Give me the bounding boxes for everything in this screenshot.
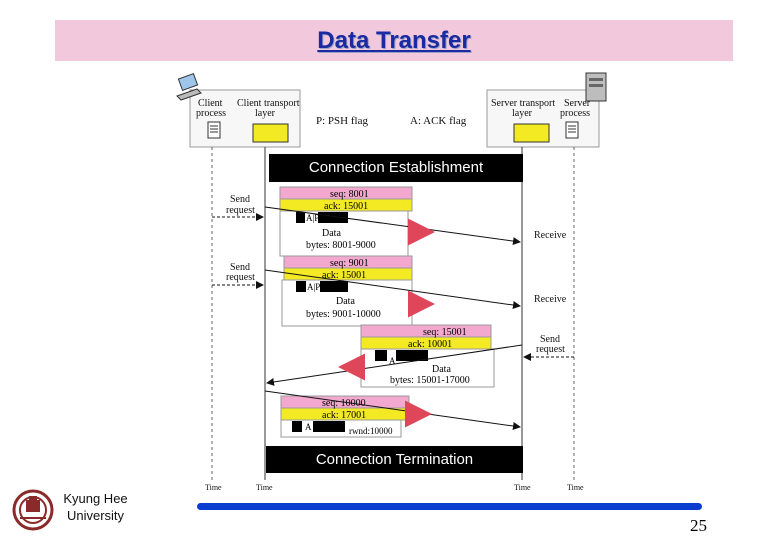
segment-4: seq: 10000 ack: 17001 A rwnd:10000 xyxy=(280,395,410,438)
page-title: Data Transfer xyxy=(317,27,471,54)
svg-text:seq: 10000: seq: 10000 xyxy=(322,398,366,409)
server-document-icon xyxy=(565,121,579,139)
segment-2-path xyxy=(264,269,521,309)
client-transport-buffer xyxy=(252,123,289,143)
client-document-icon xyxy=(207,121,221,139)
time-label: Time xyxy=(205,483,222,492)
university-name: Kyung Hee University xyxy=(63,491,128,523)
svg-text:bytes: 8001-9000: bytes: 8001-9000 xyxy=(306,240,376,251)
svg-text:A|P: A|P xyxy=(307,282,320,292)
receive-label: Receive xyxy=(534,230,567,241)
svg-text:seq: 9001: seq: 9001 xyxy=(330,258,369,269)
university-seal-logo xyxy=(12,489,54,531)
segment-4-path xyxy=(264,390,521,430)
time-label: Time xyxy=(567,483,584,492)
svg-text:Data: Data xyxy=(322,228,341,239)
svg-text:A|P: A|P xyxy=(306,213,319,223)
segment-1: seq: 8001 ack: 15001 A|P Data bytes: 800… xyxy=(279,186,413,257)
svg-text:seq: 15001: seq: 15001 xyxy=(423,327,467,338)
svg-text:ack: 15001: ack: 15001 xyxy=(322,270,366,281)
footer-divider-bar xyxy=(197,503,702,510)
svg-text:ack: 10001: ack: 10001 xyxy=(408,339,452,350)
svg-text:ack: 15001: ack: 15001 xyxy=(324,201,368,212)
svg-text:bytes: 15001-17000: bytes: 15001-17000 xyxy=(390,375,470,386)
laptop-icon xyxy=(176,72,202,101)
server-icon xyxy=(585,72,607,102)
svg-text:rwnd:10000: rwnd:10000 xyxy=(349,426,393,436)
segment-3: seq: 15001 ack: 10001 A Data bytes: 1500… xyxy=(360,324,495,388)
connection-establishment-box: Connection Establishment xyxy=(269,154,523,182)
title-bar: Data Transfer xyxy=(55,20,733,61)
time-label: Time xyxy=(256,483,273,492)
svg-text:bytes: 9001-10000: bytes: 9001-10000 xyxy=(306,309,381,320)
svg-text:ack: 17001: ack: 17001 xyxy=(322,410,366,421)
connection-termination-box: Connection Termination xyxy=(266,446,523,473)
svg-text:seq: 8001: seq: 8001 xyxy=(330,189,369,200)
svg-text:A: A xyxy=(305,422,312,432)
server-transport-buffer xyxy=(513,123,550,143)
ack-flag-label: A: ACK flag xyxy=(410,115,467,127)
svg-text:Data: Data xyxy=(336,296,355,307)
svg-text:A: A xyxy=(389,356,396,366)
receive-label: Receive xyxy=(534,294,567,305)
time-label: Time xyxy=(514,483,531,492)
page-number: 25 xyxy=(690,516,707,535)
segment-1-path xyxy=(264,206,521,246)
segment-3-path xyxy=(266,344,523,386)
svg-text:Data: Data xyxy=(432,364,451,375)
psh-flag-label: P: PSH flag xyxy=(316,115,368,127)
segment-2: seq: 9001 ack: 15001 A|P Data bytes: 900… xyxy=(281,255,413,327)
